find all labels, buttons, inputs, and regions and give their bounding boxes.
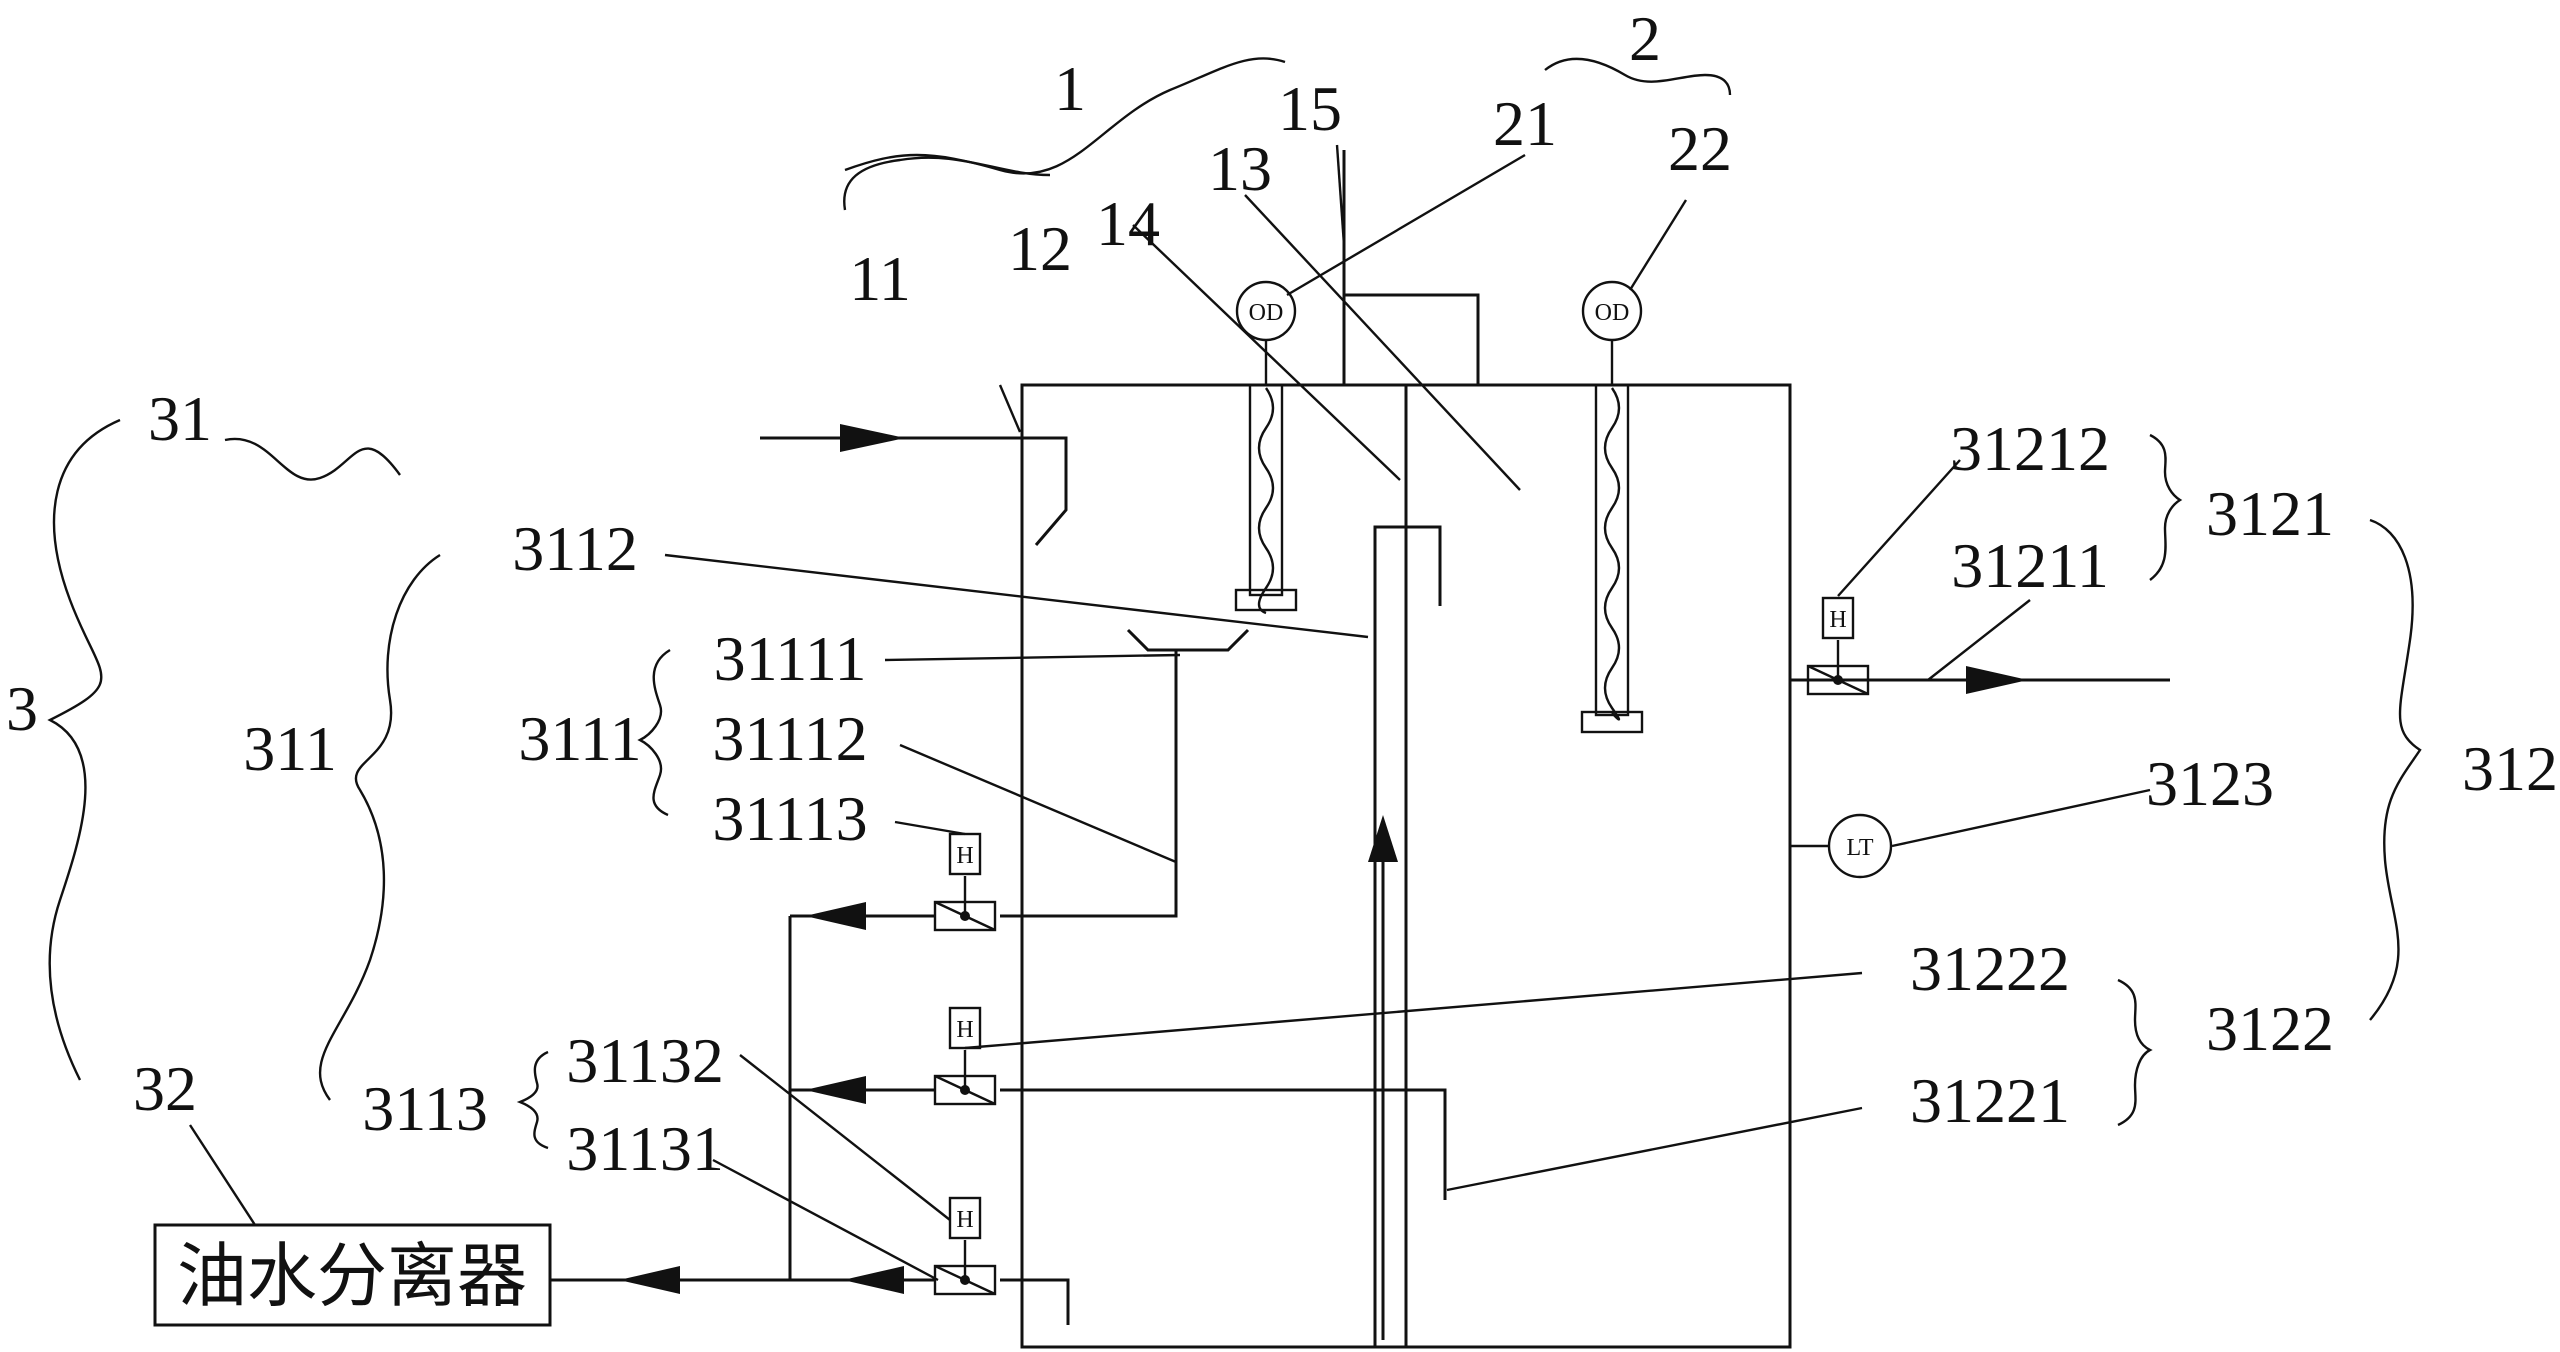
leader-14 bbox=[1132, 224, 1401, 481]
leader-21 bbox=[1286, 153, 1526, 297]
arrow-lower-right bbox=[843, 1266, 904, 1294]
od-sensor-left: OD bbox=[1235, 280, 1297, 342]
brace-2 bbox=[1544, 57, 1732, 96]
valve-middle-h: H bbox=[956, 1017, 973, 1043]
leader-31221 bbox=[1446, 1106, 1863, 1192]
label-12: 12 bbox=[1008, 213, 1072, 284]
label-3121: 3121 bbox=[2206, 478, 2334, 549]
brace-3122 bbox=[2117, 978, 2153, 1127]
label-31113: 31113 bbox=[712, 783, 867, 854]
label-3123: 3123 bbox=[2146, 748, 2274, 819]
label-32: 32 bbox=[133, 1053, 197, 1124]
label-3113: 3113 bbox=[362, 1073, 488, 1144]
separator-label: 油水分离器 bbox=[177, 1239, 527, 1316]
skimmer-trough bbox=[1126, 628, 1250, 652]
lower-baffle bbox=[1406, 1088, 1447, 1200]
heater-right bbox=[1580, 340, 1644, 734]
riser-pipe bbox=[1373, 525, 1442, 1347]
valve-upper-h: H bbox=[956, 843, 973, 869]
arrow-middle bbox=[805, 1076, 866, 1104]
label-31132: 31132 bbox=[566, 1025, 724, 1096]
level-transmitter: LT bbox=[1827, 813, 1893, 879]
leader-31212 bbox=[1837, 459, 1961, 597]
label-31222: 31222 bbox=[1910, 933, 2070, 1004]
label-2: 2 bbox=[1629, 3, 1661, 74]
brace-3111 bbox=[637, 648, 671, 817]
arrow-upper bbox=[805, 902, 866, 930]
leader-31113 bbox=[894, 820, 966, 836]
label-11: 11 bbox=[849, 243, 911, 314]
brace-3121 bbox=[2149, 433, 2183, 581]
od-sensor-right-label: OD bbox=[1595, 300, 1630, 326]
label-15: 15 bbox=[1278, 73, 1342, 144]
leader-31211 bbox=[1927, 599, 2031, 681]
label-31111: 31111 bbox=[714, 623, 867, 694]
leader-31112 bbox=[899, 743, 1177, 864]
label-31131: 31131 bbox=[566, 1113, 724, 1184]
lt-label: LT bbox=[1846, 835, 1873, 861]
oil-water-separator: 油水分离器 bbox=[153, 1223, 552, 1327]
brace-1 bbox=[844, 57, 1286, 175]
label-3: 3 bbox=[6, 673, 38, 744]
bottom-drain-stub bbox=[1000, 1278, 1070, 1325]
brace-312 bbox=[2369, 518, 2422, 1021]
roof-box bbox=[1344, 293, 1480, 385]
leader-13 bbox=[1244, 194, 1521, 491]
brace-3 bbox=[47, 418, 121, 1081]
label-3112: 3112 bbox=[512, 513, 638, 584]
label-31: 31 bbox=[148, 383, 212, 454]
tank bbox=[1000, 150, 1792, 1349]
label-3111: 3111 bbox=[518, 703, 641, 774]
label-31211: 31211 bbox=[1951, 530, 2109, 601]
leader-31132 bbox=[739, 1054, 951, 1221]
leader-32 bbox=[188, 1124, 257, 1226]
label-1: 1 bbox=[1054, 53, 1086, 124]
inlet-arrow bbox=[840, 424, 905, 452]
leader-22 bbox=[1628, 199, 1688, 291]
label-31112: 31112 bbox=[712, 703, 867, 774]
od-sensor-left-label: OD bbox=[1249, 300, 1284, 326]
label-3122: 3122 bbox=[2206, 993, 2334, 1064]
valve-lower: H bbox=[933, 1196, 997, 1296]
arrow-lower-left bbox=[619, 1266, 680, 1294]
label-13: 13 bbox=[1208, 133, 1272, 204]
label-14: 14 bbox=[1096, 188, 1160, 259]
label-22: 22 bbox=[1668, 113, 1732, 184]
brace-1-left bbox=[843, 156, 1051, 211]
inlet-baffle bbox=[1022, 436, 1068, 546]
wave-31 bbox=[224, 437, 401, 481]
label-31212: 31212 bbox=[1950, 413, 2110, 484]
label-312: 312 bbox=[2462, 733, 2558, 804]
valve-middle: H bbox=[933, 1006, 997, 1106]
outlet-valve-h: H bbox=[1829, 607, 1846, 633]
od-sensor-right: OD bbox=[1581, 280, 1643, 342]
leader-11 bbox=[998, 384, 1022, 433]
label-311: 311 bbox=[243, 713, 337, 784]
leader-31111 bbox=[884, 653, 1181, 662]
valve-lower-h: H bbox=[956, 1207, 973, 1233]
valve-upper: H bbox=[933, 832, 997, 932]
flow-up-arrow bbox=[1368, 815, 1398, 862]
leader-3123 bbox=[1891, 788, 2151, 848]
label-31221: 31221 bbox=[1910, 1065, 2070, 1136]
heater-left bbox=[1234, 340, 1298, 615]
label-21: 21 bbox=[1493, 88, 1557, 159]
outlet-arrow bbox=[1966, 666, 2028, 694]
leader-3112 bbox=[664, 553, 1369, 639]
leader-15 bbox=[1335, 144, 1346, 246]
oil-collection-pipe bbox=[1000, 650, 1178, 918]
leader-31222 bbox=[964, 971, 1863, 1050]
brace-311 bbox=[318, 553, 441, 1101]
leader-31131 bbox=[712, 1158, 939, 1282]
brace-3113 bbox=[516, 1050, 549, 1150]
outlet-valve: H bbox=[1806, 596, 1870, 696]
